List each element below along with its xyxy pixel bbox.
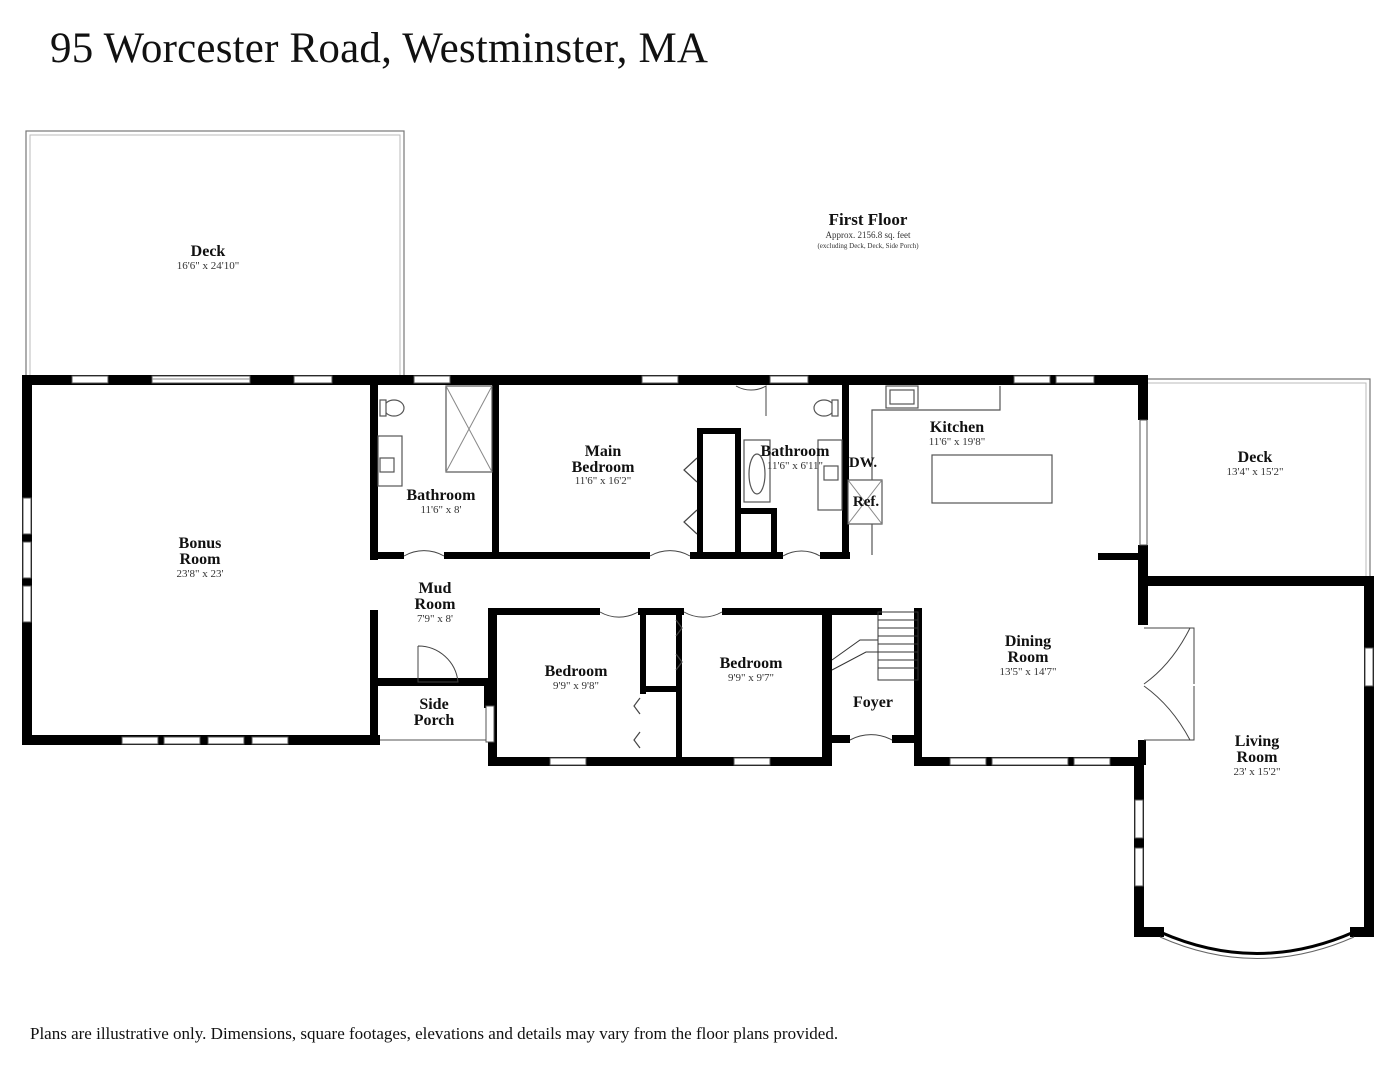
bathroom-1-dims: 11'6" x 8' bbox=[420, 504, 461, 516]
bonus-room-dims: 23'8" x 23' bbox=[177, 568, 224, 580]
bonus-room-label-2: Room bbox=[180, 551, 222, 568]
deck-left-dims: 16'6" x 24'10" bbox=[177, 260, 239, 272]
floor-name: First Floor bbox=[829, 210, 908, 229]
kitchen-dims: 11'6" x 19'8" bbox=[929, 436, 986, 448]
dining-room-label-2: Room bbox=[1008, 649, 1050, 666]
bathroom-2-fixtures bbox=[743, 399, 843, 511]
dining-room-label-1: Dining bbox=[1005, 633, 1051, 650]
bathroom-2-label: Bathroom bbox=[760, 443, 830, 460]
interior-walls bbox=[370, 375, 922, 766]
bedroom-1-label: Bedroom bbox=[545, 663, 608, 680]
living-room-label-1: Living bbox=[1235, 733, 1279, 750]
living-room-dims: 23' x 15'2" bbox=[1234, 766, 1281, 778]
sliding-door bbox=[151, 375, 251, 384]
main-bedroom-dims: 11'6" x 16'2" bbox=[575, 475, 632, 487]
dishwasher-label: DW. bbox=[849, 455, 877, 471]
floor-area: Approx. 2156.8 sq. feet bbox=[826, 230, 911, 240]
kitchen-fixtures bbox=[847, 385, 1053, 555]
mud-room-dims: 7'9" x 8' bbox=[417, 613, 453, 625]
mud-room-label-1: Mud bbox=[419, 580, 452, 597]
floor-area-note: (excluding Deck, Deck, Side Porch) bbox=[817, 242, 919, 250]
living-room-label-2: Room bbox=[1237, 749, 1279, 766]
side-porch-label-2: Porch bbox=[414, 712, 455, 729]
windows bbox=[22, 375, 1374, 887]
deck-right-outline bbox=[1146, 378, 1371, 578]
main-bedroom-label-1: Main bbox=[585, 443, 622, 460]
deck-right-dims: 13'4" x 15'2" bbox=[1227, 466, 1284, 478]
dining-room-dims: 13'5" x 14'7" bbox=[1000, 666, 1057, 678]
stairs bbox=[831, 611, 919, 681]
page-title: 95 Worcester Road, Westminster, MA bbox=[50, 25, 709, 72]
refrigerator-label: Ref. bbox=[853, 494, 879, 510]
foyer-label: Foyer bbox=[853, 694, 893, 711]
main-bedroom-label-2: Bedroom bbox=[572, 459, 635, 476]
bonus-room-label-1: Bonus bbox=[179, 535, 222, 552]
bedroom-1-dims: 9'9" x 9'8" bbox=[553, 680, 599, 692]
side-porch-label-1: Side bbox=[419, 696, 448, 713]
living-room-bay bbox=[1159, 930, 1355, 955]
bedroom-2-label: Bedroom bbox=[720, 655, 783, 672]
bathroom-2-dims: 11'6" x 6'11" bbox=[767, 460, 823, 472]
bathroom-1-label: Bathroom bbox=[406, 487, 476, 504]
deck-sliding-door bbox=[1139, 419, 1148, 546]
closet-doors bbox=[633, 457, 698, 749]
mud-room-label-2: Room bbox=[415, 596, 457, 613]
kitchen-label: Kitchen bbox=[930, 419, 984, 436]
disclaimer: Plans are illustrative only. Dimensions,… bbox=[30, 1024, 839, 1043]
bedroom-2-dims: 9'9" x 9'7" bbox=[728, 672, 774, 684]
bathroom-1-fixtures bbox=[377, 385, 493, 487]
deck-left-label: Deck bbox=[191, 243, 226, 260]
doors bbox=[403, 385, 1195, 741]
deck-right-label: Deck bbox=[1238, 449, 1273, 466]
